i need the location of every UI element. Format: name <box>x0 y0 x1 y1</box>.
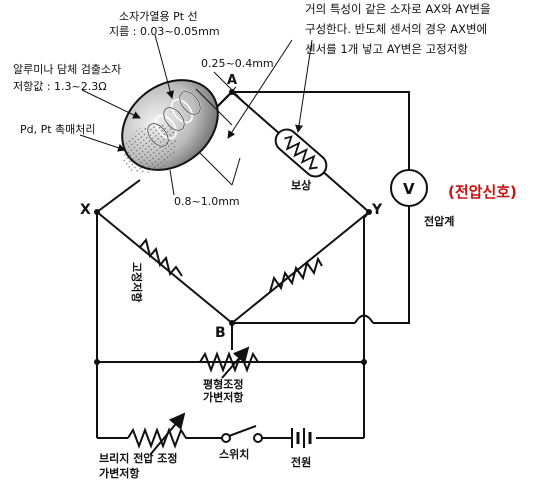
fixed-resistor-label: 고정저항 <box>130 262 144 302</box>
note-line-3: 센서를 1개 넣고 AY변은 고정저항 <box>305 42 468 56</box>
voltmeter-label: 전압계 <box>424 214 454 228</box>
bridge-label-line-2: 가변저항 <box>99 466 139 480</box>
bridge-label-line-1: 브리지 전압 조정 <box>99 451 178 465</box>
node-a-label: A <box>227 73 237 88</box>
switch <box>221 425 263 443</box>
voltage-signal-label: (전압신호) <box>448 183 517 201</box>
bridge-voltage-variable-resistor <box>127 412 190 456</box>
note-line-2: 구성한다. 반도체 센서의 경우 AX변에 <box>305 22 487 36</box>
resistance-label: 저항값 : 1.3~2.3Ω <box>13 80 107 93</box>
sensor-bead <box>121 79 219 174</box>
voltmeter <box>390 169 428 207</box>
heater-wire-label: 소자가열용 Pt 선 <box>119 10 198 23</box>
callout-arrows <box>79 34 313 152</box>
node-b-label: B <box>215 325 226 341</box>
dim-large-label: 0.8~1.0mm <box>174 195 240 208</box>
battery <box>291 428 312 448</box>
switch-label: 스위치 <box>219 447 249 461</box>
labels: 소자가열용 Pt 선 지름 : 0.03~0.05mm 알루미나 담체 검출소자… <box>13 2 517 480</box>
node-y-label: Y <box>371 202 383 218</box>
balance-label-line-1: 평형조정 <box>203 377 243 391</box>
dim-small-label: 0.25~0.4mm <box>201 57 274 70</box>
power-label: 전원 <box>291 455 311 469</box>
balance-label-line-2: 가변저항 <box>203 390 243 404</box>
balance-variable-resistor <box>199 346 259 379</box>
bridge-wiring <box>96 91 410 439</box>
note-line-1: 거의 특성이 같은 소자로 AX와 AY변을 <box>305 2 491 16</box>
node-x-label: X <box>80 202 91 218</box>
node-dots <box>94 89 372 365</box>
compensator-label: 보상 <box>291 178 311 192</box>
alumina-carrier-label: 알루미나 담체 검출소자 <box>13 62 121 76</box>
heater-diameter-label: 지름 : 0.03~0.05mm <box>109 25 220 38</box>
voltmeter-symbol: V <box>403 180 415 198</box>
fixed-resistor <box>139 237 183 277</box>
catalyst-label: Pd, Pt 촉매처리 <box>20 123 96 136</box>
compensator-element <box>274 128 328 178</box>
dimension-lines <box>169 71 251 196</box>
bridge-resistor-by <box>269 256 323 293</box>
